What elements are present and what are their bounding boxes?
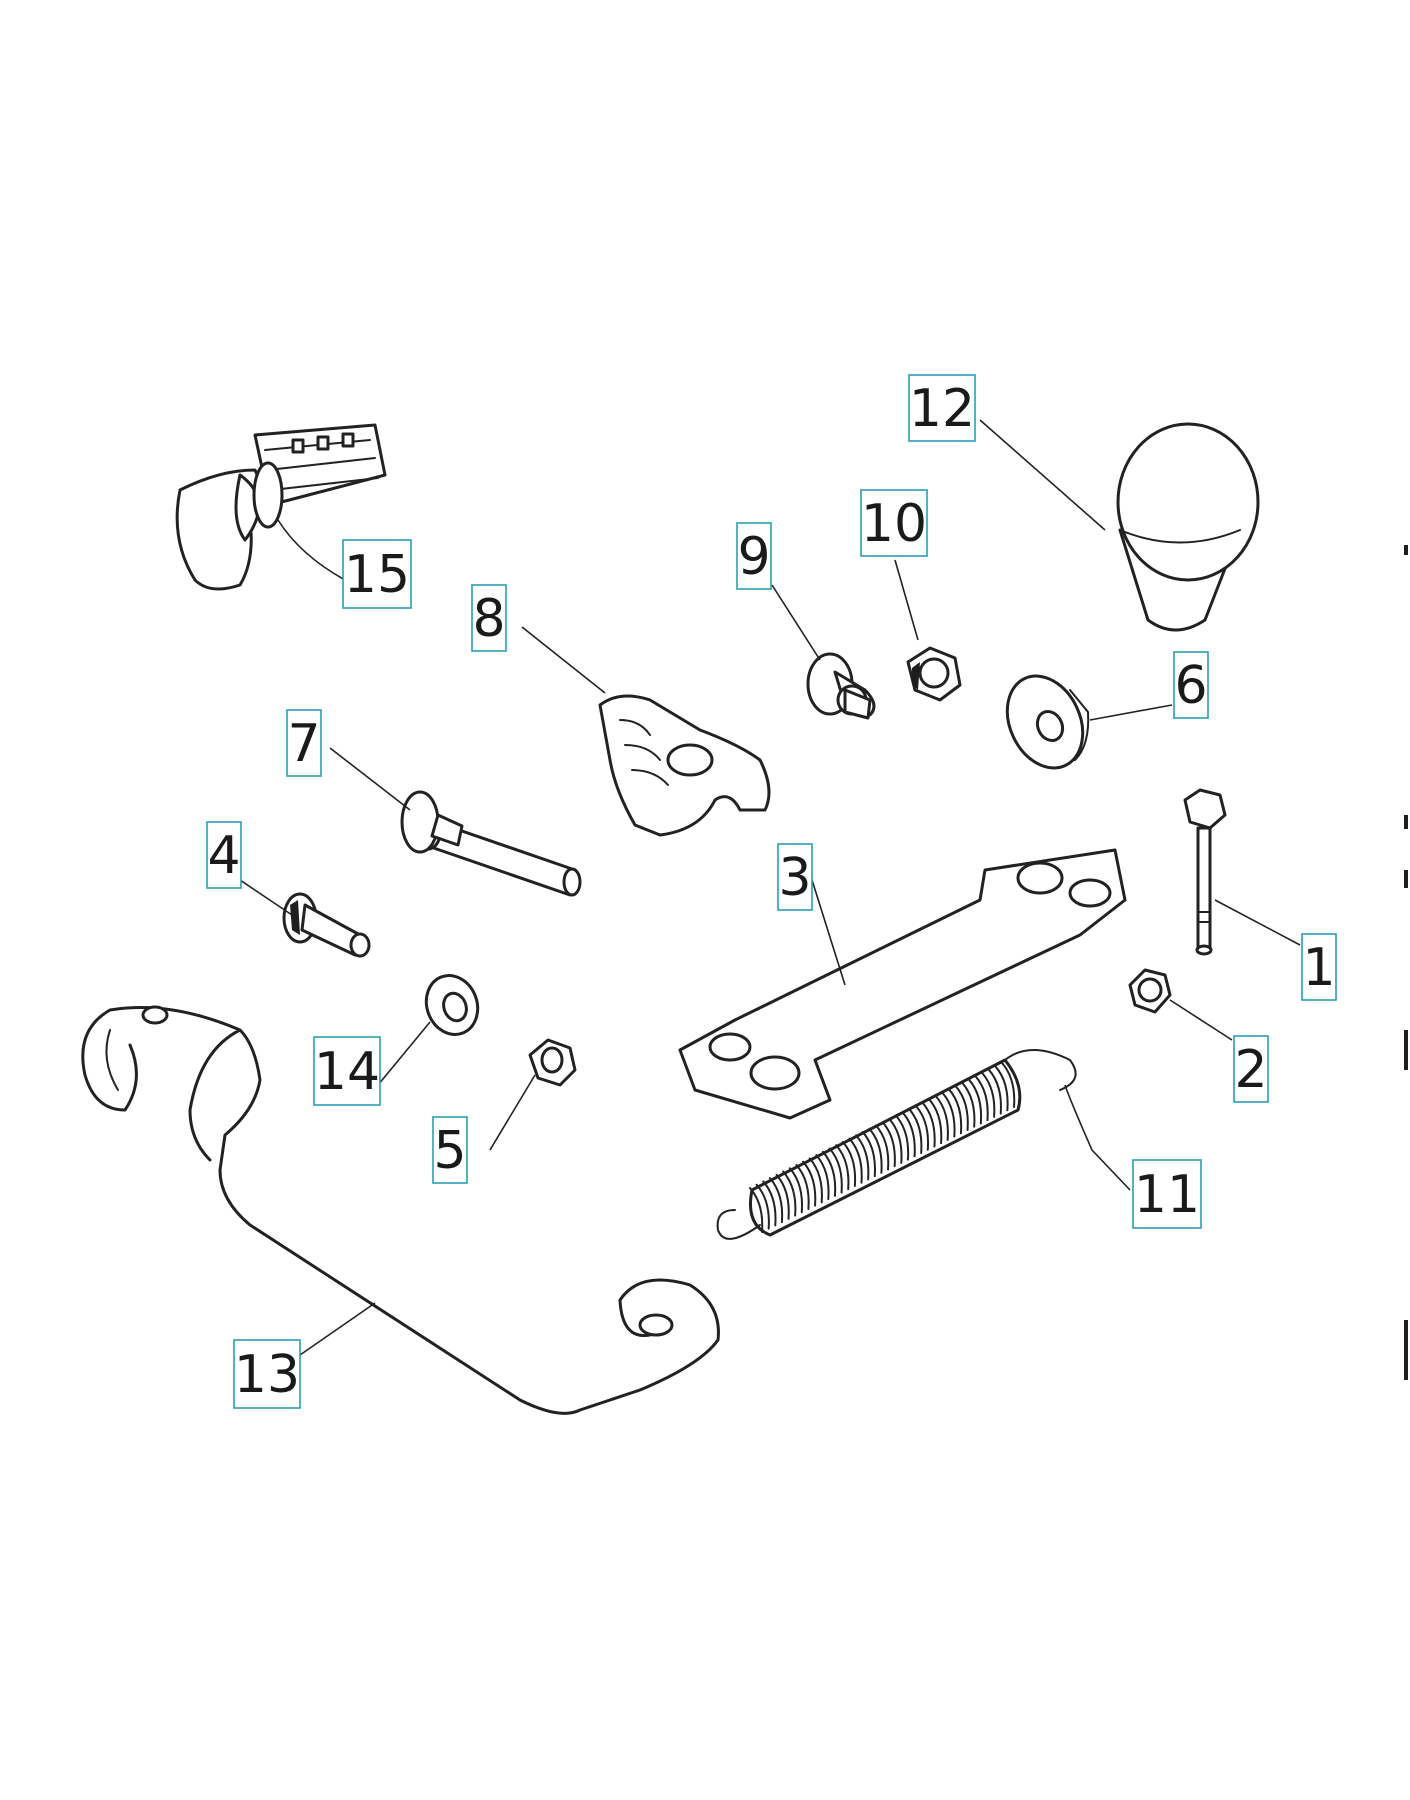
spring-coil — [1001, 1062, 1016, 1108]
callout-2: 2 — [1233, 1035, 1269, 1103]
spring-coil — [841, 1140, 857, 1187]
leader-lines — [239, 419, 1301, 1356]
spring-coil — [762, 1180, 777, 1227]
callout-6-label: 6 — [1174, 656, 1207, 716]
spring-coil — [934, 1094, 949, 1141]
spring-coil — [788, 1167, 804, 1214]
callout-12-label: 12 — [909, 379, 975, 439]
spring-coil — [768, 1177, 784, 1224]
spring-coil — [755, 1183, 770, 1230]
part-7-shaft — [400, 790, 582, 897]
callout-1: 1 — [1301, 933, 1337, 1001]
callout-10: 10 — [860, 489, 928, 557]
callout-8: 8 — [471, 584, 507, 652]
spring-coil — [987, 1068, 1002, 1115]
callout-11: 11 — [1132, 1159, 1202, 1229]
callout-14-label: 14 — [314, 1042, 380, 1102]
spring-coil — [994, 1065, 1009, 1112]
spring-coil — [821, 1150, 837, 1197]
part-10-nut — [906, 646, 962, 702]
spring-coil — [914, 1104, 930, 1151]
spring-coil — [894, 1114, 910, 1161]
part-2-nut — [1128, 968, 1172, 1014]
spring-coil — [981, 1071, 996, 1118]
callout-4-label: 4 — [207, 826, 240, 886]
spring-coil — [881, 1121, 896, 1168]
part-6-washer — [1005, 674, 1090, 770]
callout-4: 4 — [206, 821, 242, 889]
part-14-washer — [424, 974, 480, 1036]
spring-coil — [868, 1127, 883, 1174]
spring-coil — [928, 1098, 943, 1145]
spring-coil — [848, 1137, 863, 1184]
spring-coil — [954, 1085, 969, 1132]
spring-coil — [775, 1173, 790, 1220]
callout-6: 6 — [1173, 651, 1209, 719]
spring-coil — [888, 1117, 903, 1164]
spring-coil — [782, 1170, 797, 1217]
edge-marks — [1404, 545, 1408, 1380]
callout-1-label: 1 — [1302, 938, 1335, 998]
spring-coil — [961, 1081, 976, 1128]
spring-coil — [808, 1157, 823, 1204]
part-4-pin — [282, 892, 371, 958]
callout-5: 5 — [432, 1116, 468, 1184]
part-12-knob — [1116, 422, 1260, 632]
spring-coil — [947, 1088, 963, 1135]
callout-2-label: 2 — [1234, 1040, 1267, 1100]
spring-coil — [974, 1075, 989, 1122]
spring-coil — [795, 1163, 810, 1210]
callout-15: 15 — [342, 539, 412, 609]
callout-3-label: 3 — [778, 848, 811, 908]
spring-coil — [921, 1101, 936, 1148]
spring-coil — [941, 1091, 956, 1138]
spring-coil — [967, 1078, 983, 1125]
callout-13-label: 13 — [234, 1345, 300, 1405]
spring-coil — [861, 1131, 876, 1178]
callout-7-label: 7 — [287, 714, 320, 774]
callout-8-label: 8 — [472, 589, 505, 649]
callout-13: 13 — [233, 1339, 301, 1409]
spring-coil — [875, 1124, 890, 1171]
part-11-spring — [716, 1049, 1077, 1240]
callout-14: 14 — [313, 1036, 381, 1106]
callout-7: 7 — [286, 709, 322, 777]
spring-coil — [901, 1111, 916, 1158]
callout-12: 12 — [908, 374, 976, 442]
part-13-rod — [81, 1005, 720, 1415]
spring-coil — [749, 1187, 764, 1233]
callout-11-label: 11 — [1134, 1165, 1200, 1225]
spring-coil — [908, 1108, 923, 1155]
part-8-lever — [598, 694, 771, 837]
part-5-capnut — [528, 1038, 577, 1087]
spring-coil — [802, 1160, 817, 1207]
callout-9: 9 — [736, 522, 772, 590]
part-15-handle — [175, 423, 387, 591]
callout-15-label: 15 — [344, 545, 410, 605]
part-9-pin — [806, 652, 876, 720]
spring-coil — [855, 1134, 870, 1181]
spring-coil — [815, 1154, 830, 1201]
callout-10-label: 10 — [861, 494, 927, 554]
part-3-plate — [678, 848, 1127, 1120]
callout-9-label: 9 — [737, 527, 770, 587]
spring-coil — [835, 1144, 850, 1191]
part-1-bolt — [1183, 788, 1227, 956]
spring-coil — [828, 1147, 843, 1194]
callout-3: 3 — [777, 843, 813, 911]
callout-5-label: 5 — [433, 1121, 466, 1181]
